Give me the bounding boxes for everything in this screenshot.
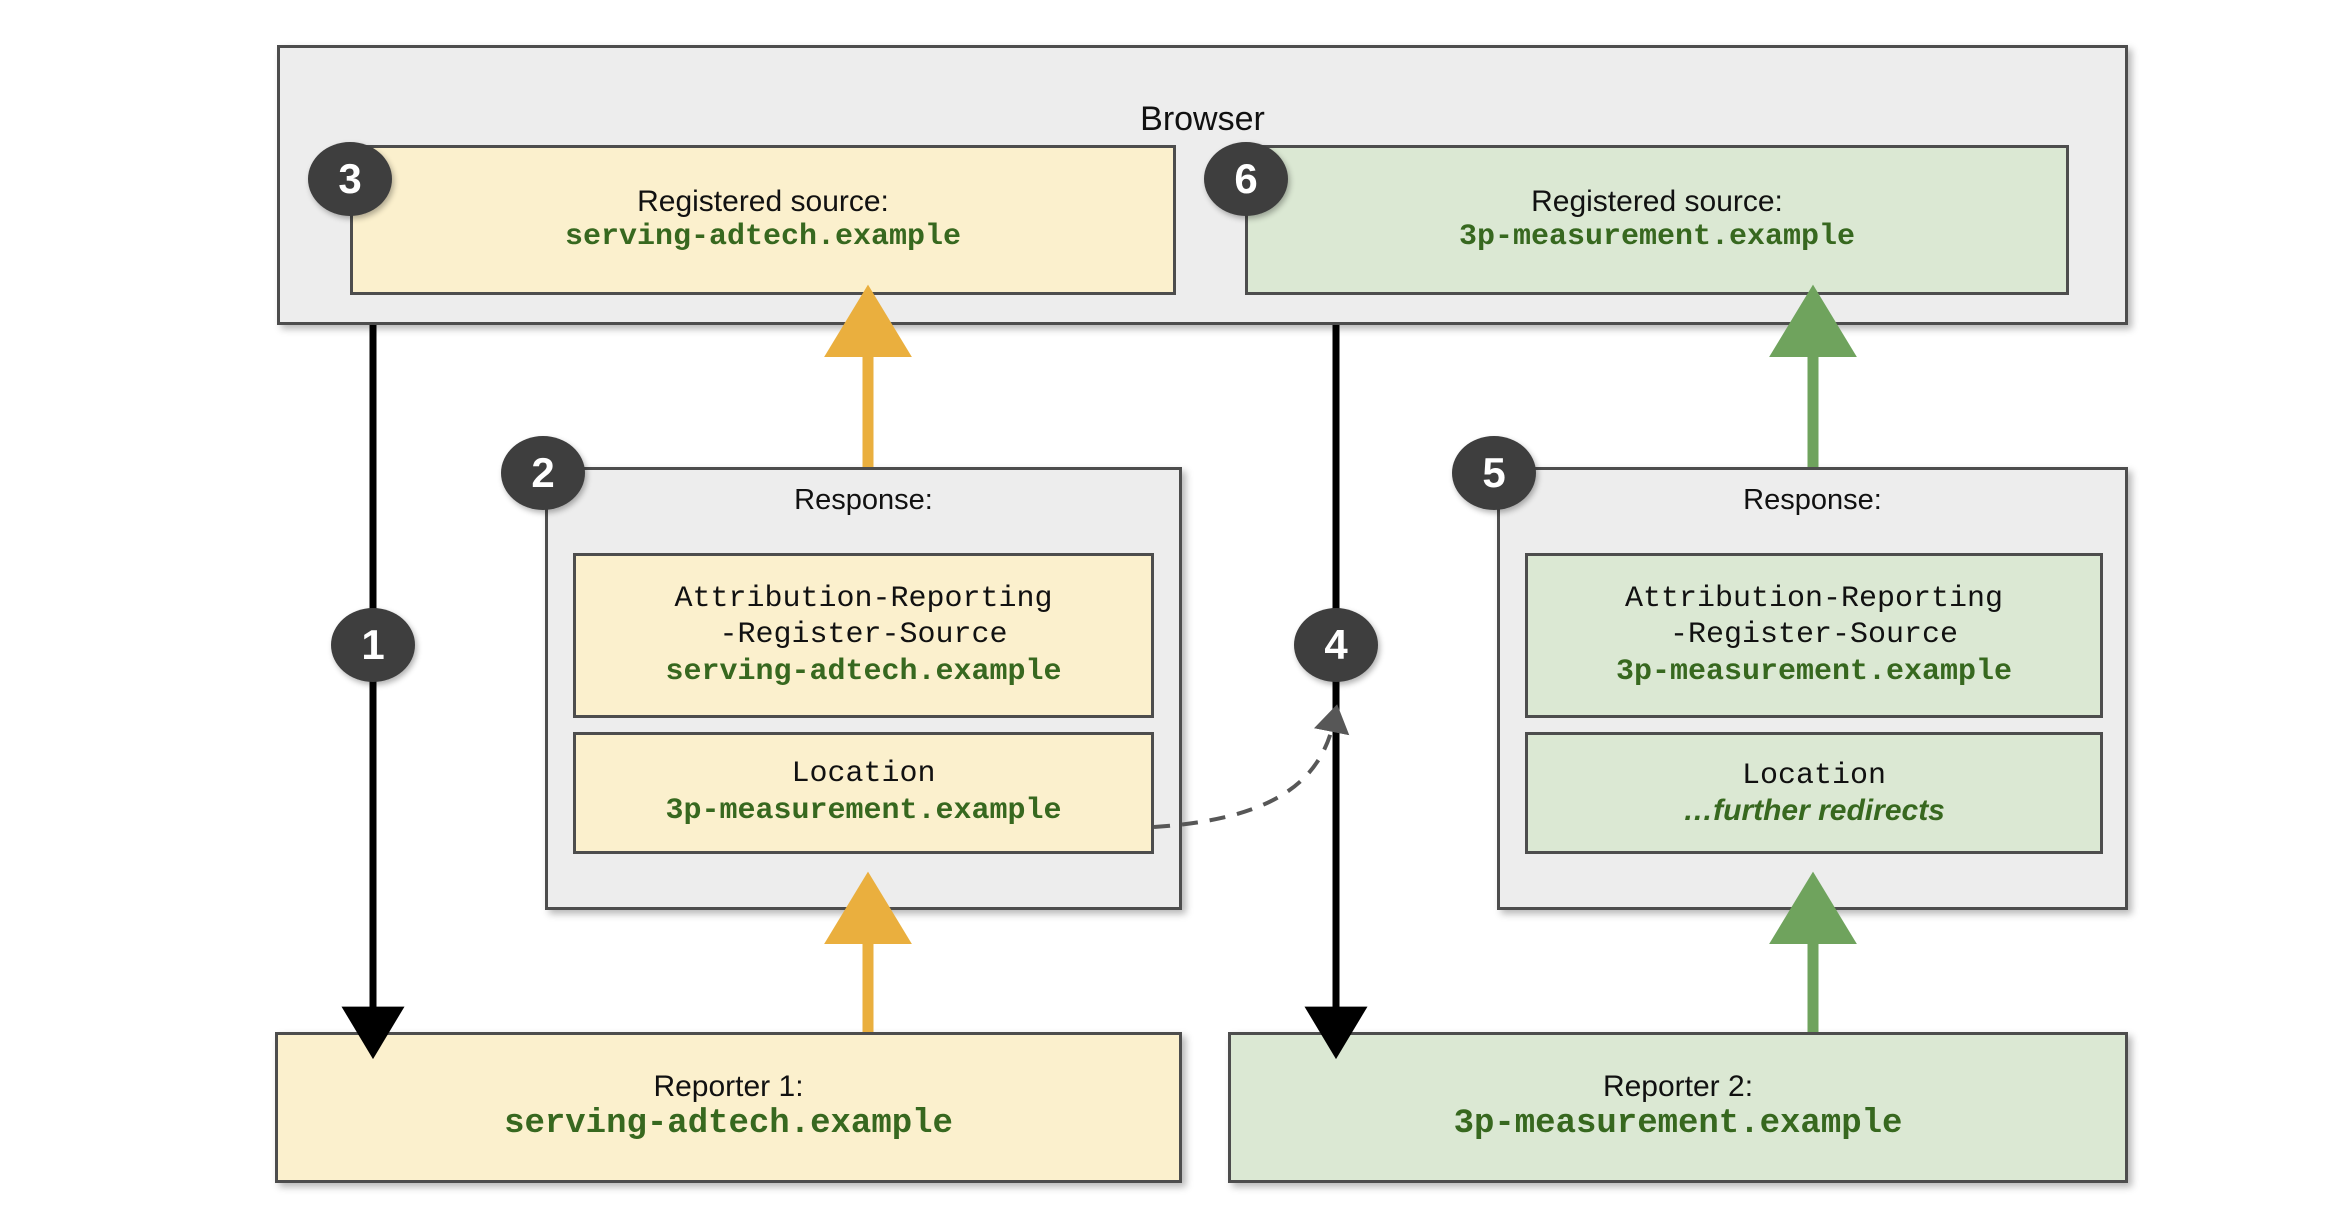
response-row-header-2-1: Attribution-Reporting xyxy=(1624,581,2004,616)
response-caption-2: Response: xyxy=(1743,484,1882,516)
response-row-value-1-1: serving-adtech.example xyxy=(665,654,1062,689)
reporter-label-2: Reporter 2: xyxy=(1602,1070,1754,1104)
response-row-header-2-1b: -Register-Source xyxy=(1669,618,1959,653)
browser-title: Browser xyxy=(1140,100,1265,138)
response-row-header-1-1: Attribution-Reporting xyxy=(674,581,1053,616)
reporter-domain-1: serving-adtech.example xyxy=(504,1105,953,1144)
step-badge-4: 4 xyxy=(1294,608,1378,682)
step-badge-5: 5 xyxy=(1452,436,1536,510)
registered-source-domain-2: 3p-measurement.example xyxy=(1458,220,1856,255)
registered-source-box-1: Registered source: serving-adtech.exampl… xyxy=(350,145,1176,295)
response-row-2-1: Attribution-Reporting -Register-Source 3… xyxy=(1525,553,2103,718)
step-badge-6: 6 xyxy=(1204,142,1288,216)
response-row-header-1-1b: -Register-Source xyxy=(719,618,1008,653)
step-badge-1: 1 xyxy=(331,608,415,682)
response-row-value-1-2: 3p-measurement.example xyxy=(665,794,1062,828)
registered-source-caption-2: Registered source: xyxy=(1531,185,1783,218)
response-row-1-1: Attribution-Reporting -Register-Source s… xyxy=(573,553,1154,718)
step-badge-3: 3 xyxy=(308,142,392,216)
registered-source-box-2: Registered source: 3p-measurement.exampl… xyxy=(1245,145,2069,295)
registered-source-domain-1: serving-adtech.example xyxy=(564,220,962,255)
response-row-1-2: Location 3p-measurement.example xyxy=(573,732,1154,854)
reporter-box-1: Reporter 1: serving-adtech.example xyxy=(275,1032,1182,1183)
response-row-2-2: Location …further redirects xyxy=(1525,732,2103,854)
response-row-header-2-2: Location xyxy=(1741,758,1887,793)
response-row-header-1-2: Location xyxy=(791,757,936,792)
response-row-value-2-1: 3p-measurement.example xyxy=(1615,654,2013,689)
reporter-label-1: Reporter 1: xyxy=(653,1070,804,1104)
reporter-domain-2: 3p-measurement.example xyxy=(1453,1105,1903,1144)
response-caption-1: Response: xyxy=(794,484,933,516)
step-badge-2: 2 xyxy=(501,436,585,510)
response-row-value-2-2: …further redirects xyxy=(1683,794,1945,828)
registered-source-caption-1: Registered source: xyxy=(637,185,889,218)
reporter-box-2: Reporter 2: 3p-measurement.example xyxy=(1228,1032,2128,1183)
